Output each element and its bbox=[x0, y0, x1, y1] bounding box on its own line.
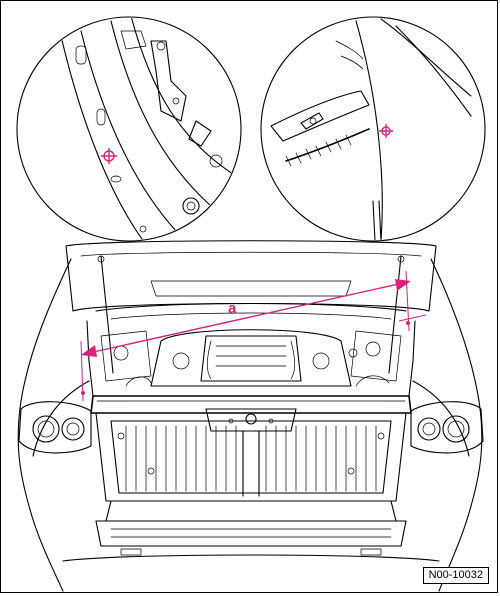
dimension-arrow bbox=[80, 270, 427, 402]
right-detail-circle bbox=[260, 16, 486, 242]
engine bbox=[95, 302, 407, 387]
left-headlight bbox=[18, 401, 92, 454]
front-frame bbox=[86, 320, 416, 522]
right-headlight bbox=[410, 401, 484, 454]
reference-code: N00-10032 bbox=[422, 567, 489, 584]
open-hood bbox=[65, 240, 437, 374]
crosshair-marker bbox=[379, 124, 393, 138]
vehicle-body-outline bbox=[17, 258, 483, 592]
dimension-label-a: a bbox=[228, 300, 237, 317]
left-detail-circle bbox=[16, 16, 242, 242]
crosshair-marker bbox=[101, 148, 117, 164]
